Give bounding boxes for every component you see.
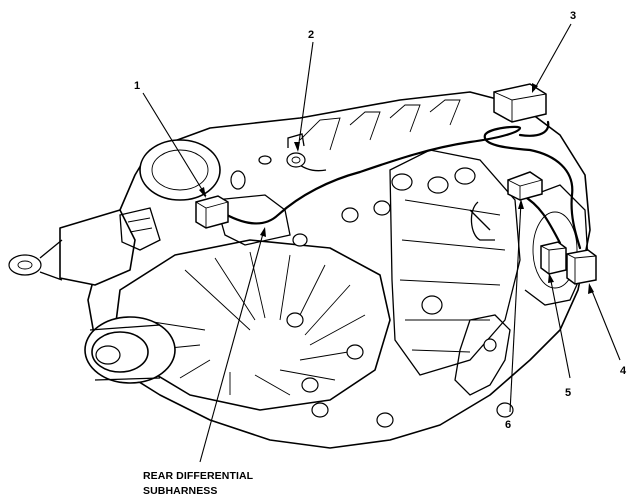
caption-line-1: REAR DIFFERENTIAL xyxy=(143,470,254,482)
callout-6: 6 xyxy=(505,419,511,431)
caption-line-2: SUBHARNESS xyxy=(143,485,218,497)
connector-4 xyxy=(566,249,597,285)
callout-1: 1 xyxy=(134,80,140,92)
housing-bolts xyxy=(230,155,514,428)
callout-5: 5 xyxy=(565,387,571,399)
callout-3: 3 xyxy=(570,10,576,22)
callout-2: 2 xyxy=(308,29,314,41)
callout-4: 4 xyxy=(620,365,627,377)
connector-1 xyxy=(195,195,229,229)
connector-5 xyxy=(540,241,567,275)
transmission-housing xyxy=(8,91,591,449)
connector-6 xyxy=(507,171,543,201)
connector-2-sensor xyxy=(286,133,306,168)
connector-3 xyxy=(493,83,547,123)
leader-lines xyxy=(142,23,621,463)
